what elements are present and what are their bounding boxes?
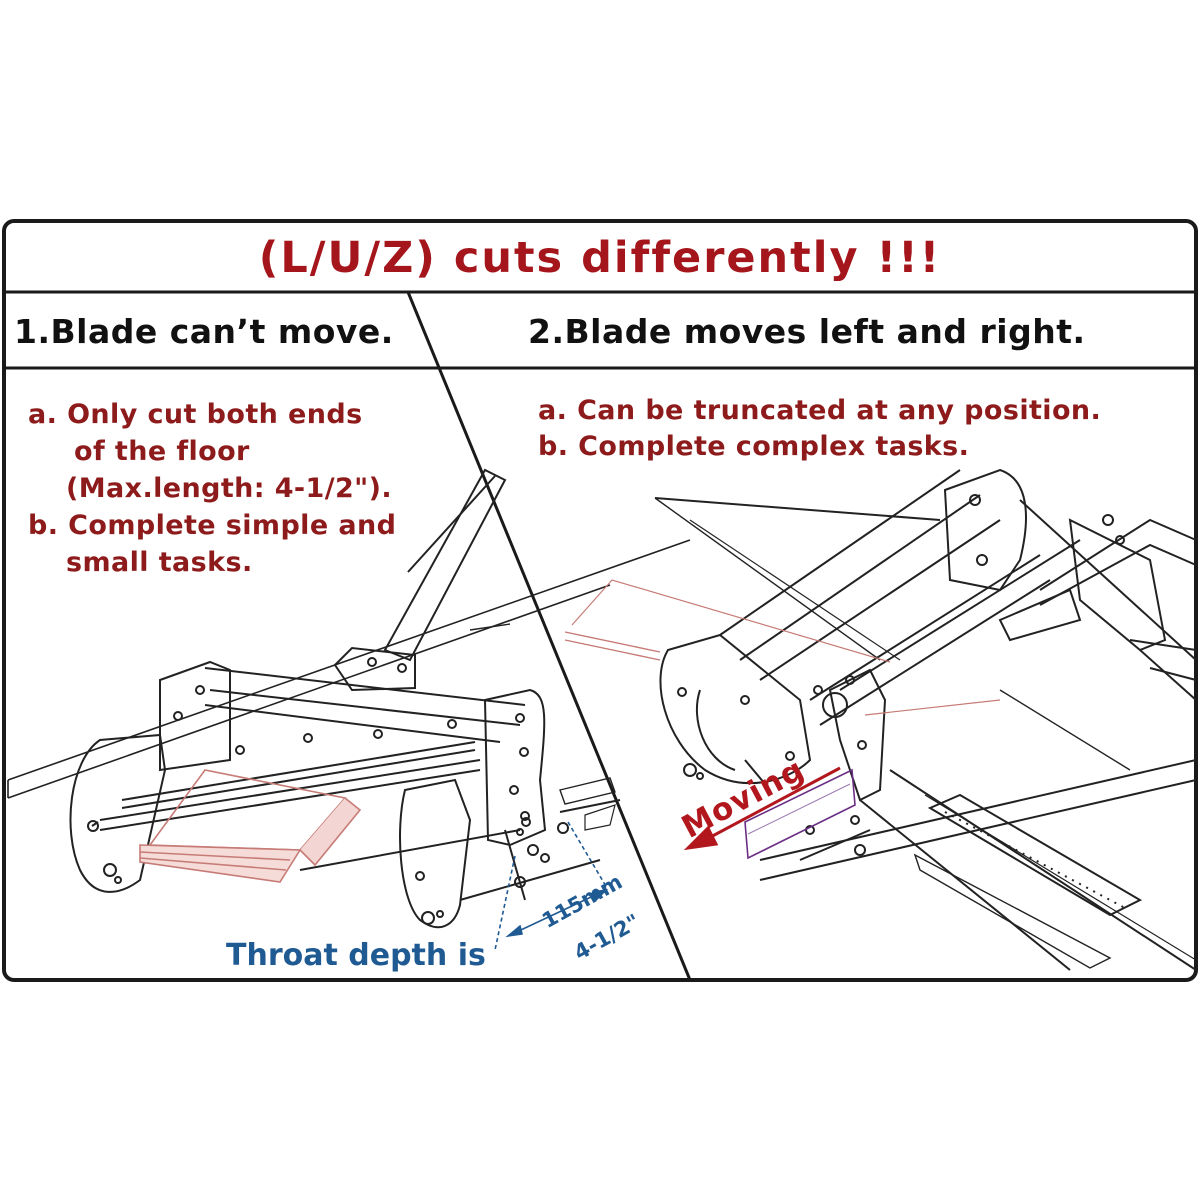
left-note-line: of the floor: [74, 436, 250, 467]
left-note-line: a. Only cut both ends: [28, 399, 363, 430]
left-floor-pieces: [139, 769, 362, 883]
right-note-line: a. Can be truncated at any position.: [538, 395, 1102, 426]
right-heading: 2.Blade moves left and right.: [528, 312, 1086, 351]
left-cutter-drawing: [7, 468, 691, 929]
throat-depth-dimension: [494, 821, 609, 951]
left-note-line: (Max.length: 4-1/2").: [66, 473, 393, 504]
left-note-line: b. Complete simple and: [28, 510, 397, 541]
outer-frame: [2, 219, 1198, 982]
diagonal-divider: [406, 291, 692, 981]
right-note-line: b. Complete complex tasks.: [538, 431, 970, 462]
blade-strip: [744, 768, 856, 860]
right-cutter-drawing: [654, 468, 1197, 971]
page-title: (L/U/Z) cuts differently !!!: [258, 233, 942, 283]
throat-depth-label: Throat depth is: [226, 938, 486, 973]
left-note-line: small tasks.: [66, 547, 253, 578]
left-heading: 1.Blade can’t move.: [14, 312, 394, 351]
moving-arrow: [683, 766, 841, 851]
right-floor-pieces: [564, 579, 1001, 716]
